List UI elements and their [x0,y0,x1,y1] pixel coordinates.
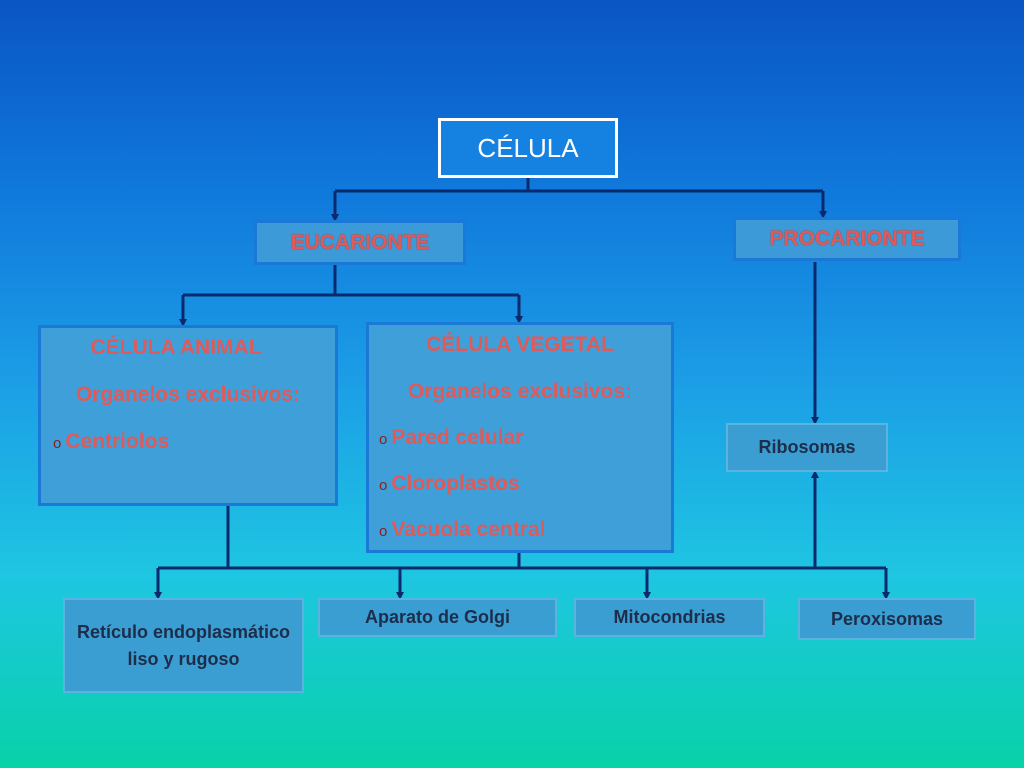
plant-organelle-label: Cloroplastos [391,472,520,495]
bullet-icon: o [379,523,388,540]
plant-organelle-label: Vacuola central [391,518,546,541]
node-aparato-golgi: Aparato de Golgi [318,598,557,637]
node-ribosomas: Ribosomas [726,423,888,472]
node-eucarionte: EUCARIONTE [254,220,466,265]
node-peroxisomas: Peroxisomas [798,598,976,640]
plant-cell-subtitle: Organelos exclusivos: [407,380,633,403]
bullet-icon: o [379,477,388,494]
animal-cell-subtitle: Organelos exclusivos: [75,383,301,406]
node-reticulo-endoplasmatico: Retículo endoplasmático liso y rugoso [63,598,304,693]
animal-cell-title: CÉLULA ANIMAL [90,336,262,359]
animal-organelle-label: Centriolos [65,430,170,453]
plant-cell-title: CÉLULA VEGETAL [426,333,614,356]
root-node-celula: CÉLULA [438,118,618,178]
plant-organelle-label: Pared celular [391,426,524,449]
bullet-icon: o [379,431,388,448]
node-mitocondrias: Mitocondrias [574,598,765,637]
bullet-icon: o [53,435,62,452]
node-procarionte: PROCARIONTE [733,217,961,261]
